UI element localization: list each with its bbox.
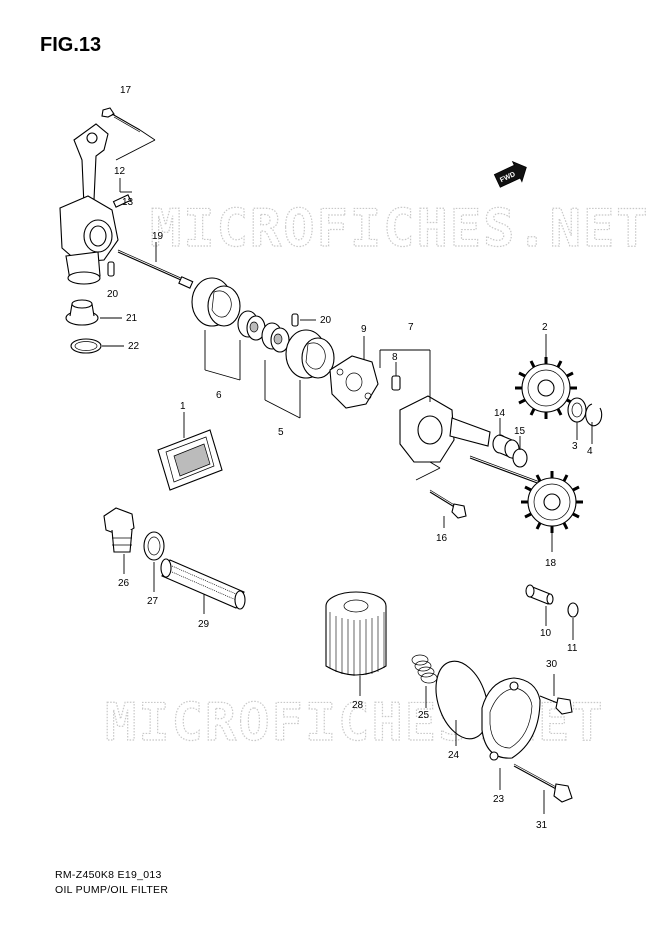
callout-20-a: 20	[107, 289, 119, 300]
part-18-gear	[521, 471, 583, 533]
part-26-drain-plug	[103, 507, 135, 553]
part-12-13-arm-housing	[59, 123, 132, 285]
part-23-filter-cap	[481, 677, 541, 761]
callout-23: 23	[493, 794, 505, 805]
part-3-washer	[567, 397, 587, 423]
part-11-o-ring	[567, 602, 579, 618]
part-7-pump-body	[399, 395, 491, 463]
callout-10: 10	[540, 628, 552, 639]
callout-5: 5	[278, 427, 284, 438]
part-20-pin-a	[107, 261, 115, 277]
part-30-bolt	[539, 695, 573, 715]
callout-14: 14	[494, 408, 506, 419]
callout-15: 15	[514, 426, 526, 437]
callout-27: 27	[147, 596, 159, 607]
callout-18: 18	[545, 558, 557, 569]
callout-17: 17	[120, 85, 132, 96]
part-25-spring	[411, 654, 438, 684]
part-28-oil-filter	[325, 591, 387, 676]
callout-2: 2	[542, 322, 548, 333]
callout-30: 30	[546, 659, 558, 670]
fwd-arrow-icon: FWD	[493, 160, 527, 188]
footer-group-name: OIL PUMP/OIL FILTER	[55, 884, 169, 896]
callout-4: 4	[587, 446, 593, 457]
callout-21: 21	[126, 313, 138, 324]
part-22-snap-ring	[70, 338, 102, 354]
callout-6: 6	[216, 390, 222, 401]
callout-22: 22	[128, 341, 140, 352]
callout-25: 25	[418, 710, 430, 721]
callout-26: 26	[118, 578, 130, 589]
callout-16: 16	[436, 533, 448, 544]
part-17-bolt	[101, 107, 141, 133]
part-5-inner-rotor	[261, 322, 290, 353]
part-24-o-ring	[435, 660, 489, 740]
callout-13: 13	[122, 197, 134, 208]
part-27-gasket	[143, 531, 165, 561]
watermark-upper: MICROFICHES.NET	[150, 199, 650, 259]
part-20-pin-b	[291, 313, 299, 327]
callout-12: 12	[114, 166, 126, 177]
part-19-shaft	[117, 249, 194, 289]
part-29-oil-strainer	[160, 558, 246, 610]
footer-model-code: RM-Z450K8 E19_013	[55, 869, 162, 881]
callout-31: 31	[536, 820, 548, 831]
callout-1: 1	[180, 401, 186, 412]
part-10-relief-valve	[525, 584, 554, 605]
figure-title: FIG.13	[40, 34, 102, 56]
callout-24: 24	[448, 750, 460, 761]
part-5-outer-rotor	[285, 329, 335, 379]
part-18-shaft	[469, 455, 541, 485]
part-1-strainer-gasket	[157, 429, 223, 491]
callout-11: 11	[567, 643, 578, 654]
part-9-pump-plate	[329, 355, 379, 409]
part-31-bolt	[513, 763, 573, 803]
part-8-dowel-pin	[391, 375, 401, 391]
part-4-circlip	[585, 403, 603, 427]
part-16-bolt	[429, 489, 467, 519]
part-6-inner-rotor	[191, 277, 241, 327]
callout-9: 9	[361, 324, 367, 335]
callout-7: 7	[408, 322, 414, 333]
callout-29: 29	[198, 619, 210, 630]
callout-3: 3	[572, 441, 578, 452]
callout-20-b: 20	[320, 315, 332, 326]
callout-8: 8	[392, 352, 398, 363]
callout-28: 28	[352, 700, 364, 711]
part-6-outer-ring	[237, 310, 266, 341]
callout-19: 19	[152, 231, 164, 242]
part-2-gear	[515, 357, 577, 419]
part-15-o-ring	[512, 448, 528, 468]
part-21-cap-nut	[65, 299, 99, 326]
